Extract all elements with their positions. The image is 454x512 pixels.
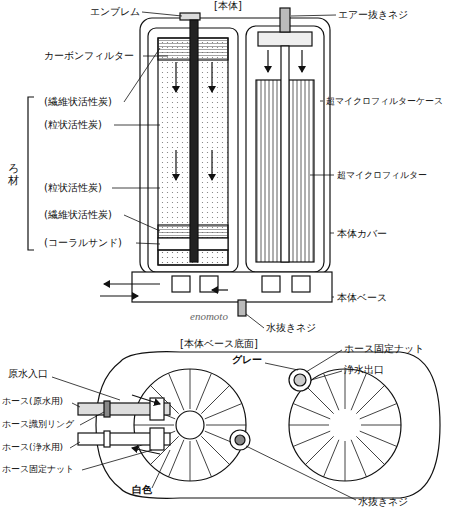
part-label: (粒状活性炭) — [44, 182, 102, 194]
group-label: ろ材 — [8, 163, 19, 187]
rib-line — [324, 440, 339, 477]
rib-line — [201, 436, 229, 464]
rib-line — [289, 425, 329, 426]
rib-line — [190, 441, 191, 481]
part-label: ホース固定ナット — [344, 343, 424, 355]
rib-line — [351, 440, 366, 477]
part-label: 水抜きネジ — [266, 322, 316, 334]
part-label: (繊維状活性炭) — [44, 96, 112, 108]
part-label: 本体ベース — [337, 292, 387, 304]
rib-line — [293, 404, 330, 419]
part-label: ホース(原水用) — [2, 396, 63, 406]
rib-line — [190, 369, 191, 409]
rib-line — [361, 425, 401, 426]
rib-line — [356, 436, 384, 464]
rib-line — [324, 373, 339, 410]
part-label: 浄水出口 — [344, 364, 384, 376]
part-label: 本体カバー — [337, 228, 387, 240]
rib-line — [360, 431, 397, 446]
part-label: (コーラルサンド) — [44, 237, 122, 249]
part-label: ホース識別リング — [2, 419, 74, 429]
rib-line — [356, 385, 384, 413]
part-label: 原水入口 — [8, 368, 48, 380]
rib-line — [196, 440, 211, 477]
part-label: エアー抜きネジ — [338, 9, 408, 21]
rib-line — [360, 404, 397, 419]
rib-line — [169, 373, 184, 410]
section-title: [本体] — [214, 0, 242, 12]
part-label: ホース固定ナット — [2, 464, 74, 474]
color-label: 白色 — [132, 484, 152, 496]
watermark: enomoto — [190, 310, 228, 323]
part-label: 超マイクロフィルター — [337, 170, 427, 180]
rib-line — [134, 425, 174, 426]
part-label: 超マイクロフィルターケース — [326, 96, 443, 106]
rib-line — [293, 431, 330, 446]
color-label: グレー — [232, 354, 262, 366]
rib-line — [206, 425, 246, 426]
rib-line — [351, 373, 366, 410]
part-label: 水抜きネジ — [358, 496, 408, 508]
rib-line — [345, 441, 346, 481]
rib-line — [305, 385, 333, 413]
part-label: ホース(浄水用) — [2, 442, 63, 452]
part-label: エンブレム — [90, 6, 140, 18]
rib-line — [169, 440, 184, 477]
part-label: (粒状活性炭) — [44, 119, 102, 131]
rib-line — [305, 436, 333, 464]
rib-line — [196, 373, 211, 410]
section-title: [本体ベース底面] — [180, 338, 258, 350]
part-label: (繊維状活性炭) — [44, 209, 112, 221]
rib-line — [205, 404, 242, 419]
rib-line — [201, 385, 229, 413]
part-label: カーボンフィルター — [44, 50, 134, 62]
